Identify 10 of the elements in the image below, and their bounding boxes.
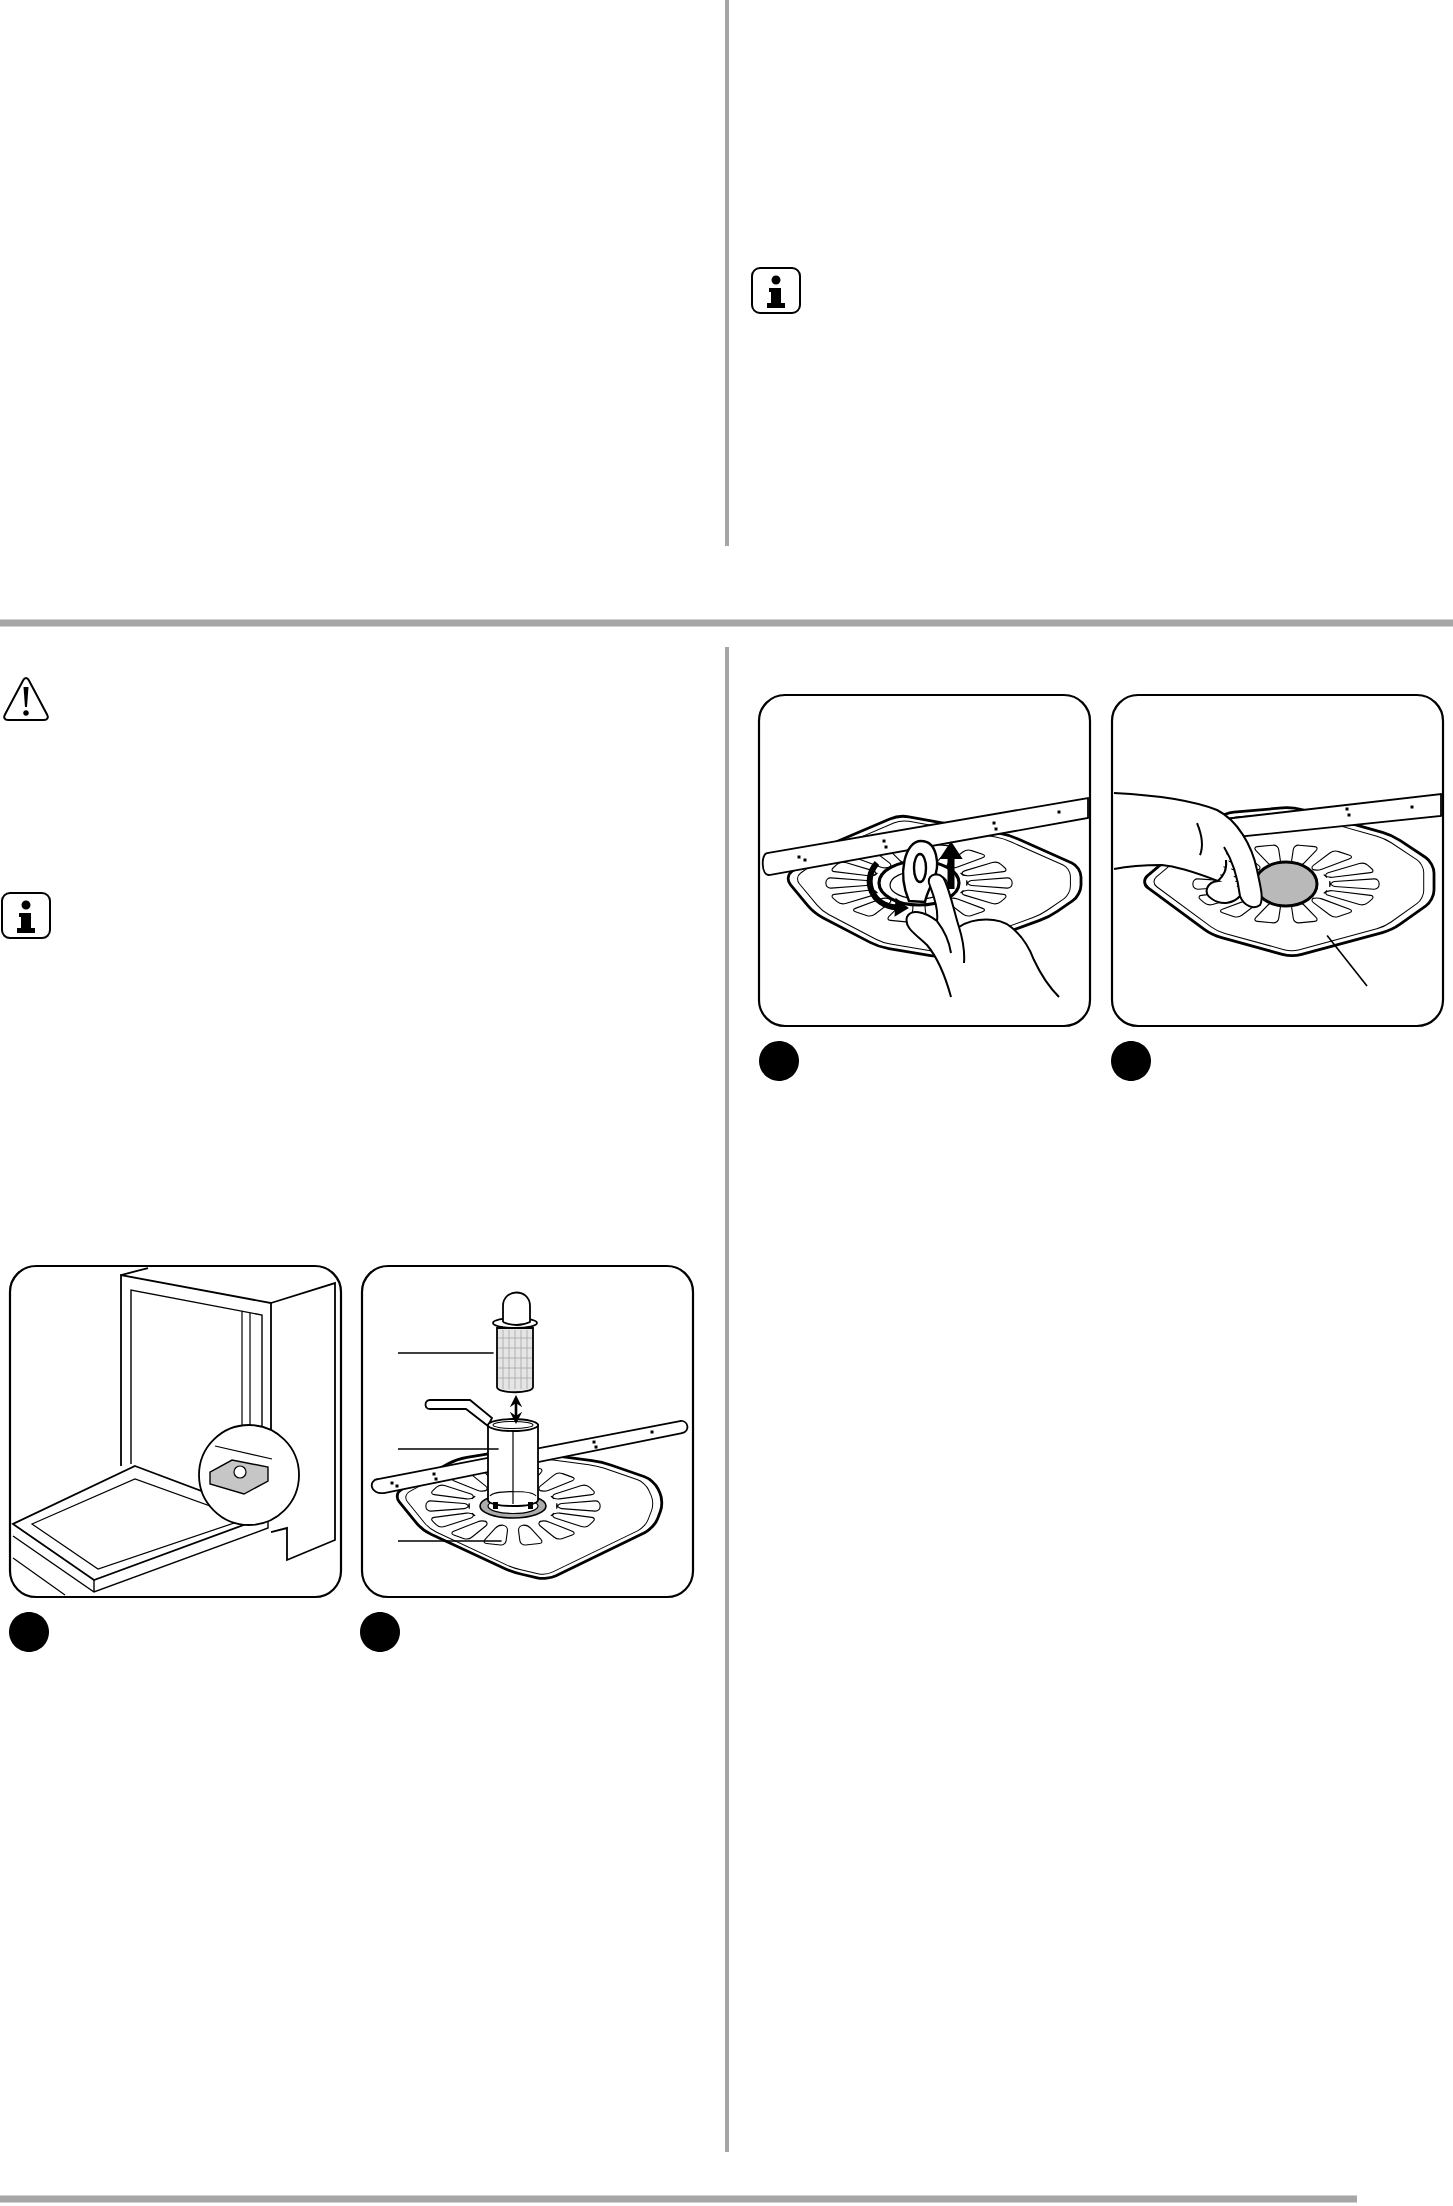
step-circle [360,1612,400,1652]
step-circle [1111,1041,1151,1081]
step-circle [759,1041,799,1081]
leader-line [397,1540,503,1542]
coarse-filter [492,1291,538,1394]
step-circle [9,1612,49,1652]
leader-line [397,1352,495,1354]
leader-line [1326,934,1368,987]
leader-line [397,1448,500,1450]
fine-filter [424,1399,539,1509]
